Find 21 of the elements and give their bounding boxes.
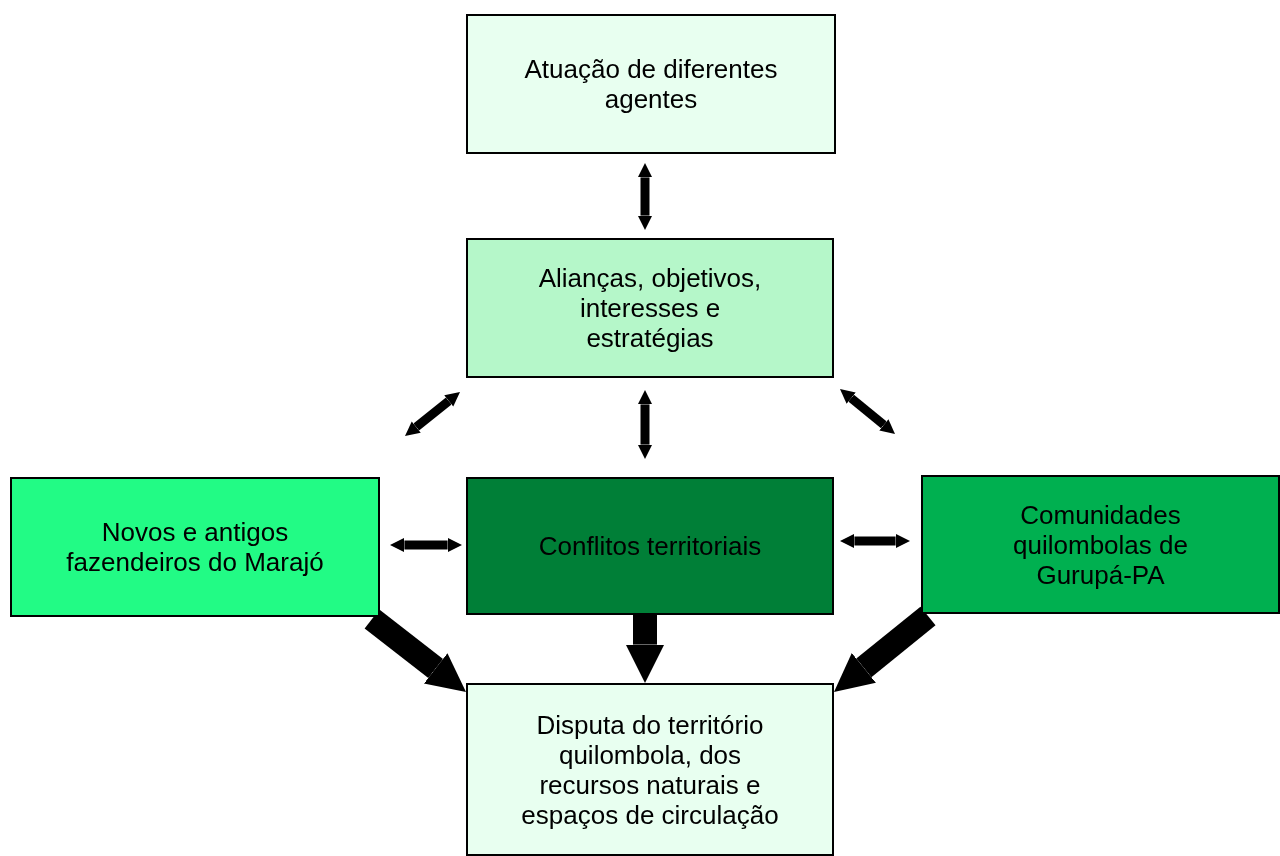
- arrow: [625, 615, 665, 683]
- arrow: [834, 606, 936, 692]
- process-box: [466, 683, 834, 856]
- process-box: [10, 477, 380, 617]
- arrow: [637, 390, 653, 459]
- box-label: Conflitos territoriais: [538, 531, 762, 561]
- arrow: [390, 537, 462, 553]
- arrow: [840, 533, 910, 549]
- process-box: [466, 238, 834, 378]
- process-box: [466, 14, 836, 154]
- box-label: Novos e antigos fazendeiros do Marajó: [65, 517, 325, 577]
- arrow: [840, 389, 895, 434]
- box-label: Atuação de diferentes agentes: [523, 54, 779, 114]
- process-box: [921, 475, 1280, 614]
- arrow: [364, 609, 466, 692]
- box-label: Comunidades quilombolas de Gurupá-PA: [1012, 499, 1189, 590]
- box-label: Alianças, objetivos, interesses e estratégias: [537, 263, 763, 353]
- arrow: [405, 392, 460, 436]
- box-label: Disputa do território quilombola, dos recursos naturais e espaços de circulação: [520, 709, 780, 830]
- process-box: [466, 477, 834, 615]
- arrow: [637, 163, 653, 230]
